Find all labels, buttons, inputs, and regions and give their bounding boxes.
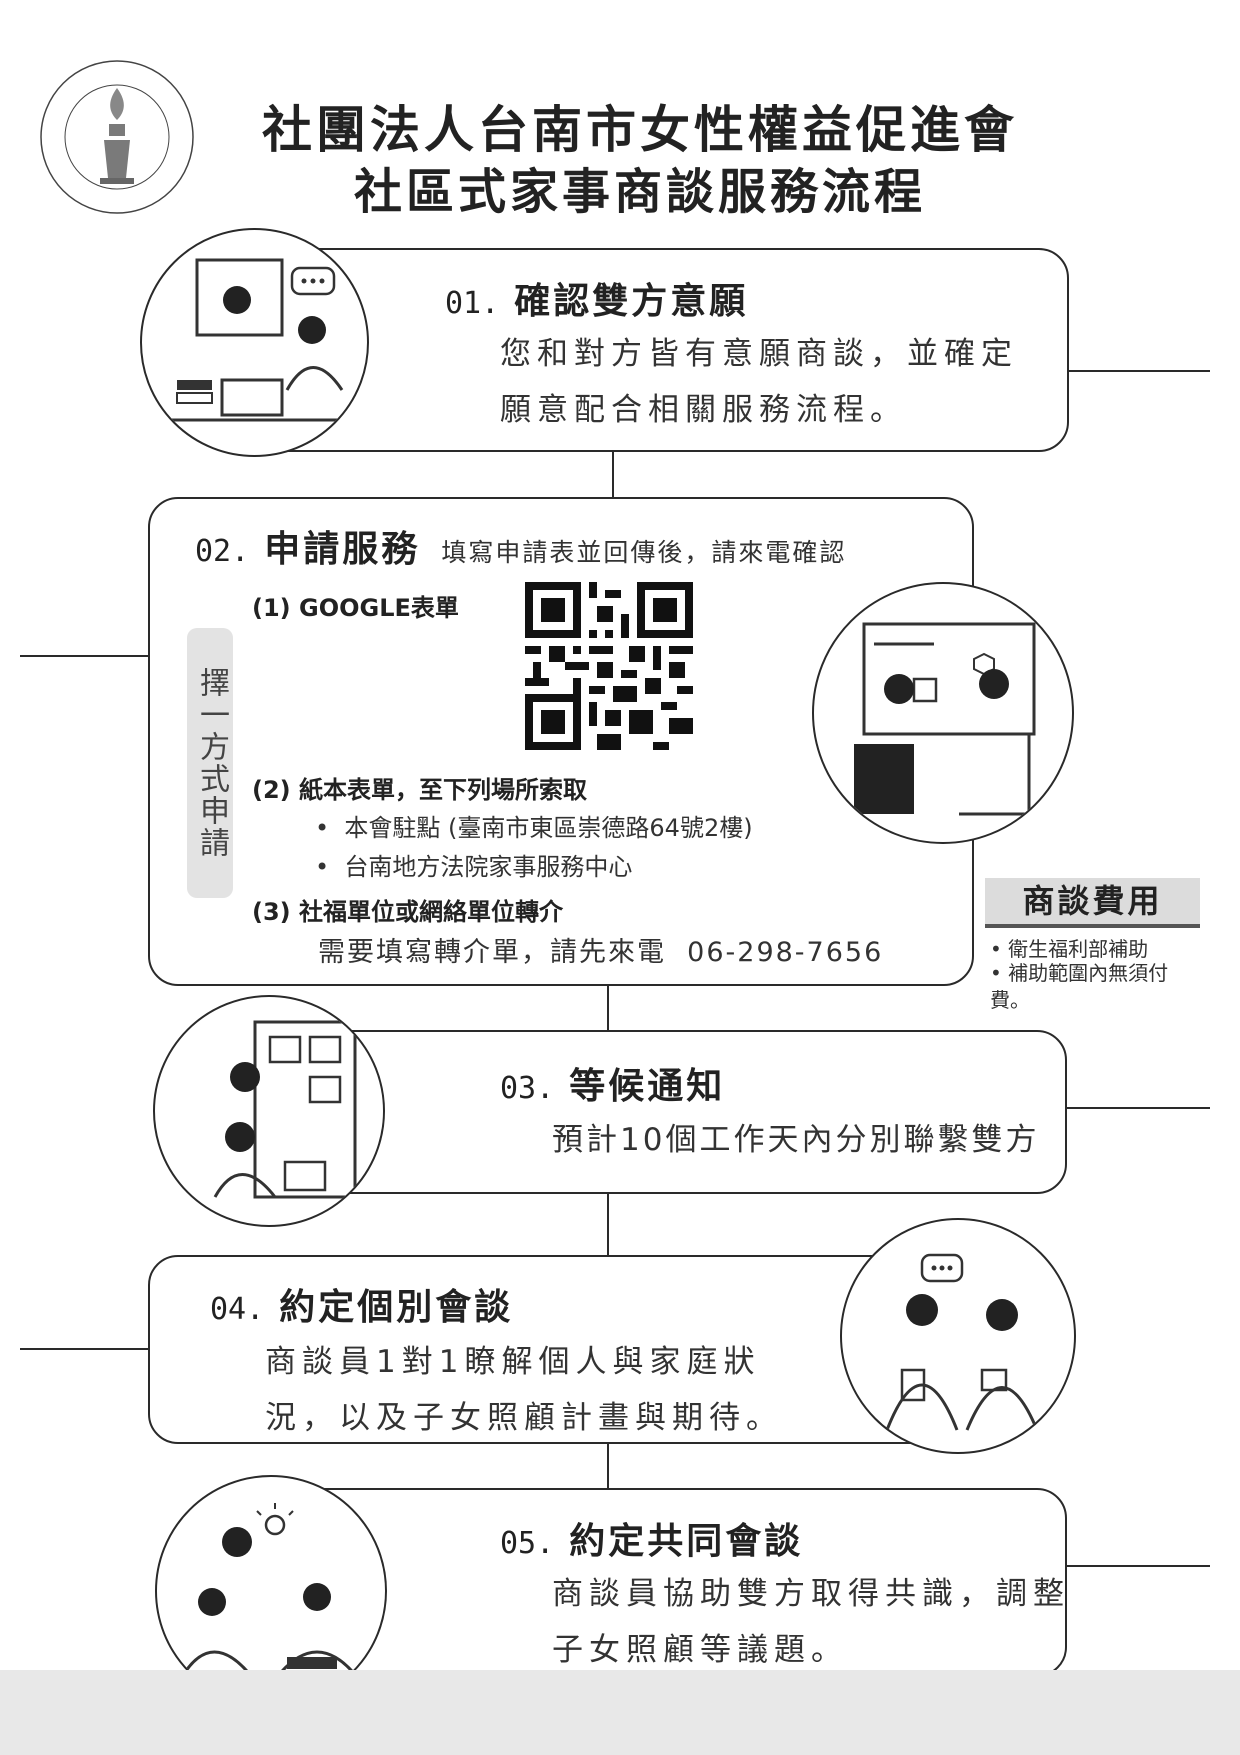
connector-line xyxy=(20,1348,150,1350)
step-04-illustration xyxy=(840,1218,1076,1454)
step-title: 確認雙方意願 xyxy=(514,281,749,322)
connector-line xyxy=(1060,1107,1210,1109)
step-01-card xyxy=(245,248,1069,452)
connector-line xyxy=(1060,1565,1210,1567)
page-title: 社團法人台南市女性權益促進會 xyxy=(262,101,1018,159)
step-number: 02. xyxy=(195,534,250,569)
step-number: 04. xyxy=(210,1292,265,1327)
step-03-body: 預計10個工作天內分別聯繫雙方 xyxy=(552,1112,1039,1168)
paper-form-location: • 本會駐點 (臺南市東區崇德路64號2樓) xyxy=(315,814,753,842)
step-05-heading: 05. 約定共同會談 xyxy=(500,1512,803,1564)
step-title: 等候通知 xyxy=(569,1066,726,1107)
paper-form-location: • 台南地方法院家事服務中心 xyxy=(315,853,633,881)
fee-item: • 衛生福利部補助 xyxy=(990,937,1149,961)
step-01-body: 您和對方皆有意願商談，並確定 願意配合相關服務流程。 xyxy=(500,326,1018,438)
bullet: • xyxy=(315,853,345,881)
connector-line xyxy=(607,1192,609,1257)
body-line: 商談員協助雙方取得共識，調整 xyxy=(552,1576,1070,1612)
referral-detail: 需要填寫轉介單，請先來電 06-298-7656 xyxy=(318,937,884,968)
step-title: 約定共同會談 xyxy=(569,1521,804,1562)
fee-title: 商談費用 xyxy=(985,878,1200,924)
step-title: 約定個別會談 xyxy=(279,1287,514,1328)
step-title: 申請服務 xyxy=(264,529,421,570)
step-note: 填寫申請表並回傳後，請來電確認 xyxy=(441,538,847,567)
step-number: 01. xyxy=(445,286,500,321)
option-google-form: (1) GOOGLE表單 xyxy=(252,594,459,622)
step-01-heading: 01. 確認雙方意願 xyxy=(445,272,748,324)
body-line: 您和對方皆有意願商談，並確定 xyxy=(500,336,1018,372)
step-number: 05. xyxy=(500,1526,555,1561)
body-line: 子女照顧等議題。 xyxy=(552,1632,848,1668)
option-paper-form: (2) 紙本表單，至下列場所索取 xyxy=(252,776,587,804)
lightbulb-icon xyxy=(256,1503,294,1536)
step-02-heading: 02. 申請服務 填寫申請表並回傳後，請來電確認 xyxy=(195,520,846,572)
step-03-heading: 03. 等候通知 xyxy=(500,1057,725,1109)
step-04-body: 商談員1對1瞭解個人與家庭狀 況，以及子女照顧計畫與期待。 xyxy=(265,1334,783,1446)
option-referral: (3) 社福單位或網絡單位轉介 xyxy=(252,898,563,926)
bottom-shaded-band xyxy=(0,1670,1240,1755)
fee-item: • 補助範圍內無須付費。 xyxy=(990,961,1169,1012)
body-line: 願意配合相關服務流程。 xyxy=(500,392,907,428)
qr-code[interactable] xyxy=(525,582,693,750)
step-02-illustration xyxy=(812,582,1074,844)
body-line: 預計10個工作天內分別聯繫雙方 xyxy=(552,1122,1040,1158)
association-logo xyxy=(38,58,196,216)
bullet: • xyxy=(990,937,1009,961)
step-01-illustration xyxy=(140,228,369,457)
step-03-illustration xyxy=(153,995,385,1227)
body-line: 商談員1對1瞭解個人與家庭狀 xyxy=(265,1344,761,1380)
connector-line xyxy=(612,448,614,498)
choose-one-label: 擇一方式申請 xyxy=(187,628,233,898)
step-04-heading: 04. 約定個別會談 xyxy=(210,1278,513,1330)
connector-line xyxy=(1060,370,1210,372)
step-number: 03. xyxy=(500,1071,555,1106)
connector-line xyxy=(607,1440,609,1490)
page-subtitle: 社區式家事商談服務流程 xyxy=(353,164,926,220)
connector-line xyxy=(607,980,609,1035)
step-05-illustration xyxy=(155,1475,387,1707)
bullet: • xyxy=(990,961,1009,985)
step-05-body: 商談員協助雙方取得共識，調整 子女照顧等議題。 xyxy=(552,1566,1070,1678)
bullet: • xyxy=(315,814,345,842)
body-line: 況，以及子女照顧計畫與期待。 xyxy=(265,1400,783,1436)
fee-title-underline xyxy=(985,924,1200,928)
connector-line xyxy=(20,655,150,657)
